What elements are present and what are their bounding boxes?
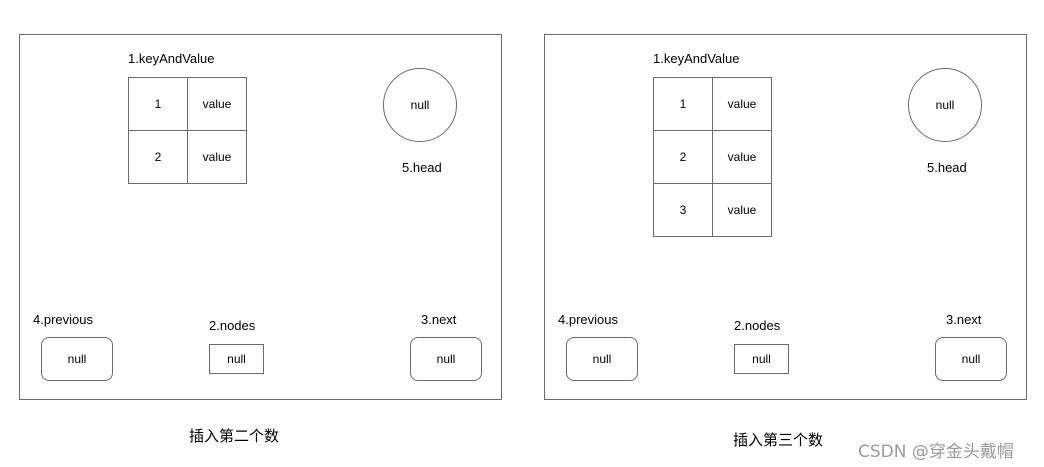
key-cell: 2 xyxy=(128,130,188,184)
table-row: 1 value xyxy=(653,77,772,131)
table-row: 2 value xyxy=(653,130,772,184)
key-cell: 3 xyxy=(653,183,713,237)
previous-label: 4.previous xyxy=(33,312,93,327)
value-cell: value xyxy=(187,130,247,184)
value-cell: value xyxy=(712,183,772,237)
table-row: 1 value xyxy=(128,77,247,131)
head-node: null xyxy=(908,68,982,142)
nodes-box: null xyxy=(734,344,789,374)
previous-node: null xyxy=(41,337,113,381)
value-cell: value xyxy=(187,77,247,131)
nodes-box: null xyxy=(209,344,264,374)
table-row: 3 value xyxy=(653,183,772,237)
key-cell: 1 xyxy=(653,77,713,131)
next-node: null xyxy=(935,337,1007,381)
head-label: 5.head xyxy=(927,160,967,175)
value-cell: value xyxy=(712,130,772,184)
key-cell: 2 xyxy=(653,130,713,184)
key-cell: 1 xyxy=(128,77,188,131)
previous-label: 4.previous xyxy=(558,312,618,327)
key-and-value-label: 1.keyAndValue xyxy=(128,51,215,66)
caption-insert-second: 插入第二个数 xyxy=(189,427,280,445)
head-node: null xyxy=(383,68,457,142)
key-value-table: 1 value 2 value xyxy=(128,77,247,184)
nodes-label: 2.nodes xyxy=(734,318,781,333)
head-label: 5.head xyxy=(402,160,442,175)
nodes-label: 2.nodes xyxy=(209,318,256,333)
table-row: 2 value xyxy=(128,130,247,184)
key-and-value-label: 1.keyAndValue xyxy=(653,51,740,66)
next-node: null xyxy=(410,337,482,381)
watermark: CSDN @穿金头戴帽 xyxy=(858,442,1014,462)
key-value-table: 1 value 2 value 3 value xyxy=(653,77,772,237)
value-cell: value xyxy=(712,77,772,131)
caption-insert-third: 插入第三个数 xyxy=(733,431,824,449)
next-label: 3.next xyxy=(421,312,457,327)
next-label: 3.next xyxy=(946,312,982,327)
previous-node: null xyxy=(566,337,638,381)
